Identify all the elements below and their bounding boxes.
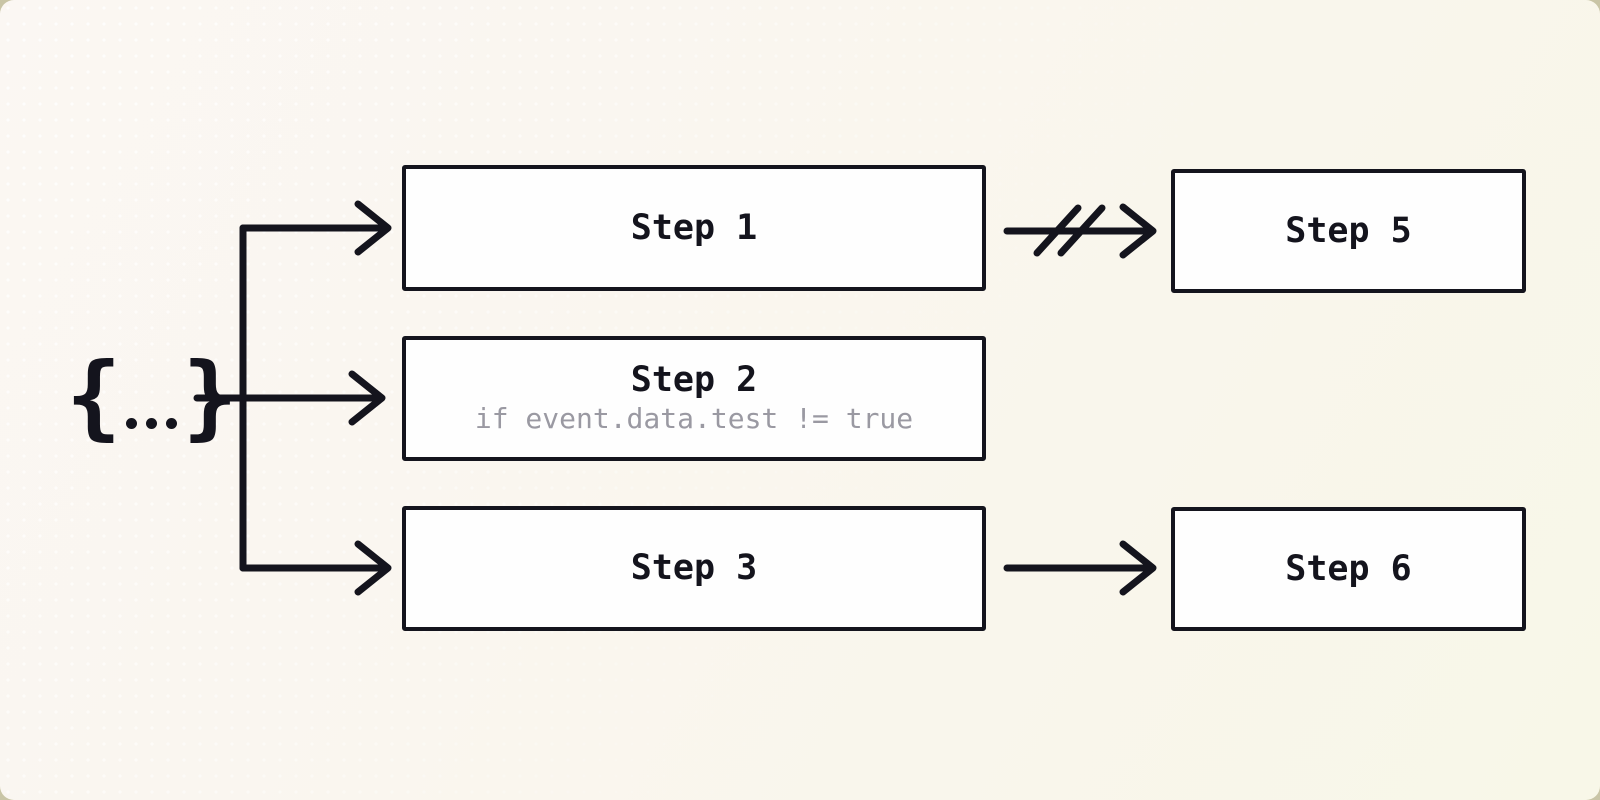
ellipsis-dot — [126, 418, 138, 429]
left-brace: { — [66, 343, 122, 450]
node-title: Step 2 — [630, 359, 758, 400]
cancel-slash-2 — [1057, 204, 1106, 257]
node-step-6: Step 6 — [1171, 507, 1526, 631]
ellipsis-dot — [166, 418, 178, 429]
right-brace: } — [182, 343, 238, 450]
node-title: Step 6 — [1285, 548, 1412, 589]
node-step-2: Step 2 if event.data.test != true — [402, 336, 986, 461]
node-step-3: Step 3 — [402, 506, 986, 631]
node-title: Step 3 — [630, 548, 758, 589]
arrowhead-step6 — [1119, 540, 1157, 596]
ellipsis-dot — [146, 418, 158, 429]
node-condition-expression: if event.data.test != true — [474, 402, 914, 436]
arrowhead-step3 — [354, 540, 392, 596]
node-title: Step 5 — [1285, 210, 1412, 251]
ellipsis-dots — [126, 351, 178, 429]
cancel-slash-1 — [1033, 204, 1082, 257]
arrowhead-step2 — [348, 370, 386, 426]
node-title: Step 1 — [630, 207, 758, 248]
arrowhead-step5 — [1119, 203, 1157, 259]
node-step-5: Step 5 — [1171, 169, 1526, 293]
arrowhead-step1 — [354, 200, 392, 256]
node-step-1: Step 1 — [402, 165, 986, 291]
braces-ellipsis-icon: { } — [66, 351, 238, 443]
